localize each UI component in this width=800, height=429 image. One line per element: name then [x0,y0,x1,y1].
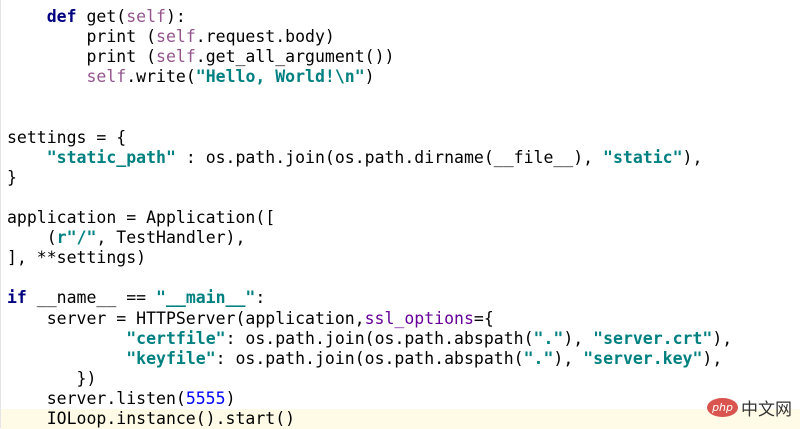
code-token: ), [563,328,594,348]
code-token: .write( [126,67,196,87]
code-line[interactable]: (r"/", TestHandler), [7,228,246,248]
code-token: "." [523,348,554,368]
code-token: self [156,27,196,47]
code-line[interactable]: "keyfile": os.path.join(os.path.abspath(… [7,349,722,369]
code-line[interactable]: print (self.request.body) [7,27,335,47]
watermark-logo: php 中文网 [707,395,792,420]
code-token: "static_path" [46,147,176,167]
watermark-badge: php [707,398,738,417]
code-token: }) [7,368,97,388]
code-line[interactable]: server.listen(5555) [7,389,236,409]
code-token: ) [364,67,375,87]
code-line[interactable]: def get(self): [7,7,186,27]
code-line[interactable]: if __name__ == "__main__": [7,288,265,308]
code-token: : [255,288,266,308]
code-token: settings = { [7,127,127,147]
code-token: self [156,47,196,67]
code-token: if [7,288,27,308]
code-token [7,67,86,86]
code-token: ), [702,348,723,368]
code-token: application = Application([ [7,208,276,227]
code-token: "." [533,328,564,348]
code-line[interactable]: settings = { [7,128,126,148]
code-token: ], **settings) [7,248,147,268]
code-token: print ( [7,27,157,47]
code-token: , TestHandler), [96,228,246,248]
code-token: r"/" [56,228,97,248]
code-token: ): [165,7,186,26]
code-token: get( [76,7,127,26]
code-token: self [126,7,166,26]
code-token: "certfile" [126,328,226,348]
code-line[interactable]: }) [7,368,97,389]
code-token: ), [712,328,733,348]
code-token: print ( [7,47,157,67]
code-line[interactable]: ], **settings) [7,248,146,268]
code-token [7,349,126,368]
code-line[interactable]: server = HTTPServer(application,ssl_opti… [7,309,494,329]
code-token: self [86,67,127,87]
code-token: : os.path.join(os.path.abspath( [225,328,534,348]
code-token [7,148,47,167]
code-token: .get_all_argument()) [195,47,395,67]
code-token: "server.crt" [593,328,713,348]
code-token: "__main__" [156,288,256,308]
code-line[interactable]: "static_path" : os.path.join(os.path.dir… [7,147,703,168]
code-token: } [7,167,17,187]
code-token: server = HTTPServer(application, [7,308,365,328]
code-line[interactable]: print (self.get_all_argument()) [7,47,394,67]
code-token: IOLoop.instance().start() [7,409,296,428]
code-line[interactable]: self.write("Hello, World!\n") [7,67,375,87]
code-token: def [46,7,77,26]
code-token [7,7,47,26]
code-token: "Hello, World!\n" [195,67,365,87]
code-token: .request.body) [195,27,335,47]
code-line[interactable]: application = Application([ [7,208,275,228]
code-token [7,329,126,348]
code-token: server.listen( [7,388,186,408]
code-token: "server.key" [583,348,703,368]
current-line-highlight [1,409,800,429]
code-token: __name__ == [26,288,157,308]
code-token: "keyfile" [126,348,216,368]
code-token: ={ [473,308,494,328]
code-line[interactable]: "certfile": os.path.join(os.path.abspath… [7,329,732,349]
code-line[interactable]: } [7,168,17,188]
code-token: ), [553,348,584,368]
code-token: ) [225,388,236,408]
code-token: 5555 [185,388,226,408]
code-line[interactable]: IOLoop.instance().start() [7,409,295,429]
watermark-text: 中文网 [741,400,792,420]
code-token: : os.path.join(os.path.abspath( [215,348,524,368]
code-token: : os.path.join(os.path.dirname(__file__)… [175,147,604,167]
code-token: "static" [603,147,683,167]
code-token: ( [7,228,57,248]
code-token: ssl_options [364,308,474,328]
code-token: ), [682,147,703,167]
